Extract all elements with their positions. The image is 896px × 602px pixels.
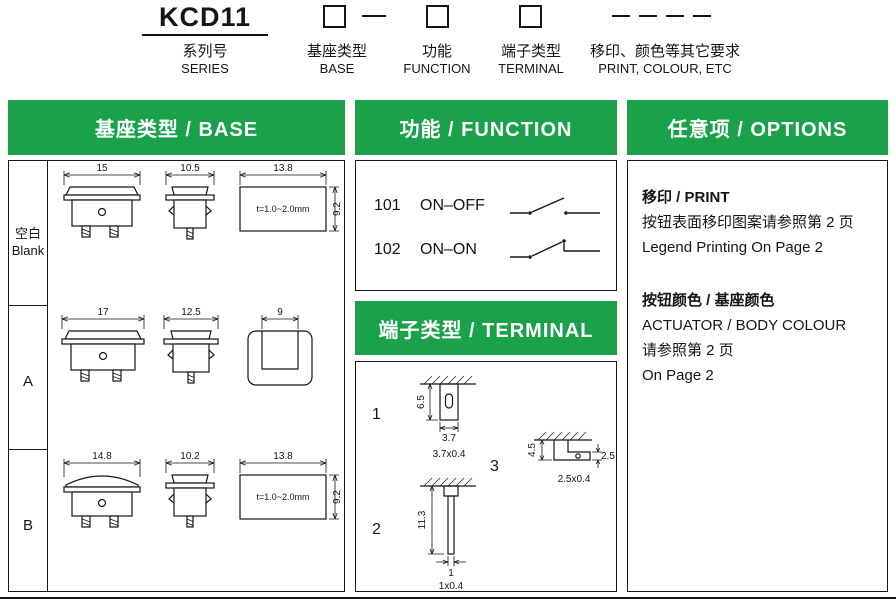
terminal-code: 1 <box>372 406 381 423</box>
print-heading: 移印 / PRINT <box>642 189 730 206</box>
svg-text:11.3: 11.3 <box>417 510 428 529</box>
svg-text:17: 17 <box>97 307 109 318</box>
function-name: ON–OFF <box>420 197 485 214</box>
svg-text:6.5: 6.5 <box>416 395 427 409</box>
front-view-drawing: 14.8 <box>63 451 141 528</box>
function-label-en: FUNCTION <box>403 61 471 76</box>
function-section-header: 功能 / FUNCTION <box>355 100 617 155</box>
svg-text:t=1.0~2.0mm: t=1.0~2.0mm <box>256 204 309 214</box>
colour-line-2: 请参照第 2 页 <box>642 342 734 359</box>
options-label-en: PRINT, COLOUR, ETC <box>598 61 732 76</box>
svg-text:12.5: 12.5 <box>181 307 201 318</box>
front-view-drawing: 15 <box>63 163 141 238</box>
terminal-3-drawing: 4.5 2.5 2.5x0.4 <box>527 431 615 485</box>
on-off-symbol <box>510 197 600 215</box>
svg-text:10.5: 10.5 <box>180 163 200 174</box>
base-row-label-blank: 空白 Blank <box>11 226 45 258</box>
terminal-label-en: TERMINAL <box>498 61 564 76</box>
base-label-cn: 基座类型 <box>306 43 367 60</box>
svg-text:3.7x0.4: 3.7x0.4 <box>433 449 466 460</box>
svg-text:14.8: 14.8 <box>92 451 112 462</box>
side-view-drawing: 10.2 <box>165 451 215 528</box>
svg-text:4.5: 4.5 <box>527 443 538 457</box>
svg-text:15: 15 <box>96 163 108 174</box>
options-section-header: 任意项 / OPTIONS <box>627 100 888 155</box>
function-table: 101 ON–OFF 102 ON–ON <box>355 160 617 291</box>
terminal-table: 1 6.5 3.7 3.7x0.4 2 11.3 1 1x0.4 <box>355 361 617 592</box>
base-label-en: BASE <box>319 61 355 76</box>
svg-text:9.2: 9.2 <box>332 202 343 216</box>
options-label-cn: 移印、颜色等其它要求 <box>589 43 740 60</box>
colour-line-1: ACTUATOR / BODY COLOUR <box>642 317 847 334</box>
base-row-label-b: B <box>22 517 33 534</box>
terminal-1-drawing: 6.5 3.7 3.7x0.4 <box>416 375 476 460</box>
colour-heading: 按钮颜色 / 基座颜色 <box>642 292 775 309</box>
base-section-header: 基座类型 / BASE <box>8 100 345 155</box>
function-code: 101 <box>374 197 401 214</box>
base-table: 空白 Blank A B 15 <box>8 160 345 592</box>
series-label-en: SERIES <box>181 61 229 76</box>
print-line-en: Legend Printing On Page 2 <box>642 239 823 256</box>
function-name: ON–ON <box>420 241 477 258</box>
svg-text:10.2: 10.2 <box>180 451 200 462</box>
svg-text:3.7: 3.7 <box>442 433 456 444</box>
base-row-b-drawings: 14.8 10.2 <box>63 451 343 528</box>
model-number: KCD11 <box>142 2 268 36</box>
terminal-label-cn: 端子类型 <box>500 43 561 60</box>
on-on-symbol <box>510 239 600 259</box>
svg-text:1: 1 <box>448 568 454 579</box>
panel-cutout-drawing: 13.8 t=1.0~2.0mm 9.2 <box>239 163 343 232</box>
base-row-a-drawings: 17 12.5 <box>61 307 313 386</box>
label-column-divider <box>47 161 48 591</box>
side-view-drawing: 12.5 <box>163 307 219 384</box>
base-row-label-a: A <box>22 373 33 390</box>
terminal-code: 3 <box>490 458 499 475</box>
series-label-cn: 系列号 <box>182 43 228 60</box>
options-panel: 移印 / PRINT 按钮表面移印图案请参照第 2 页 Legend Print… <box>627 160 888 592</box>
colour-line-3: On Page 2 <box>642 367 714 384</box>
svg-text:9: 9 <box>277 307 283 318</box>
code-dash <box>362 15 386 17</box>
svg-text:2.5: 2.5 <box>601 451 615 462</box>
svg-text:13.8: 13.8 <box>273 163 293 174</box>
panel-cutout-drawing: 13.8 t=1.0~2.0mm 9.2 <box>239 451 343 520</box>
base-code-box <box>323 5 346 28</box>
row-divider <box>9 305 47 306</box>
print-line-cn: 按钮表面移印图案请参照第 2 页 <box>642 214 854 231</box>
front-view-drawing: 17 <box>61 307 145 382</box>
base-row-blank-drawings: 15 10.5 <box>63 163 343 240</box>
svg-text:t=1.0~2.0mm: t=1.0~2.0mm <box>256 492 309 502</box>
terminal-code: 2 <box>372 521 381 538</box>
side-view-drawing: 10.5 <box>165 163 215 240</box>
terminal-2-drawing: 11.3 1 1x0.4 <box>417 477 476 592</box>
terminal-code-box <box>519 5 542 28</box>
mounting-bracket-drawing: 9 <box>247 307 313 386</box>
function-code-box <box>426 5 449 28</box>
row-divider <box>9 449 47 450</box>
svg-text:1x0.4: 1x0.4 <box>439 581 464 592</box>
function-label-cn: 功能 <box>421 43 452 60</box>
page-bottom-rule <box>0 597 896 599</box>
svg-text:2.5x0.4: 2.5x0.4 <box>558 474 591 485</box>
function-code: 102 <box>374 241 401 258</box>
svg-text:13.8: 13.8 <box>273 451 293 462</box>
svg-text:9.2: 9.2 <box>332 490 343 504</box>
options-dashes <box>612 15 711 17</box>
terminal-section-header: 端子类型 / TERMINAL <box>355 301 617 355</box>
